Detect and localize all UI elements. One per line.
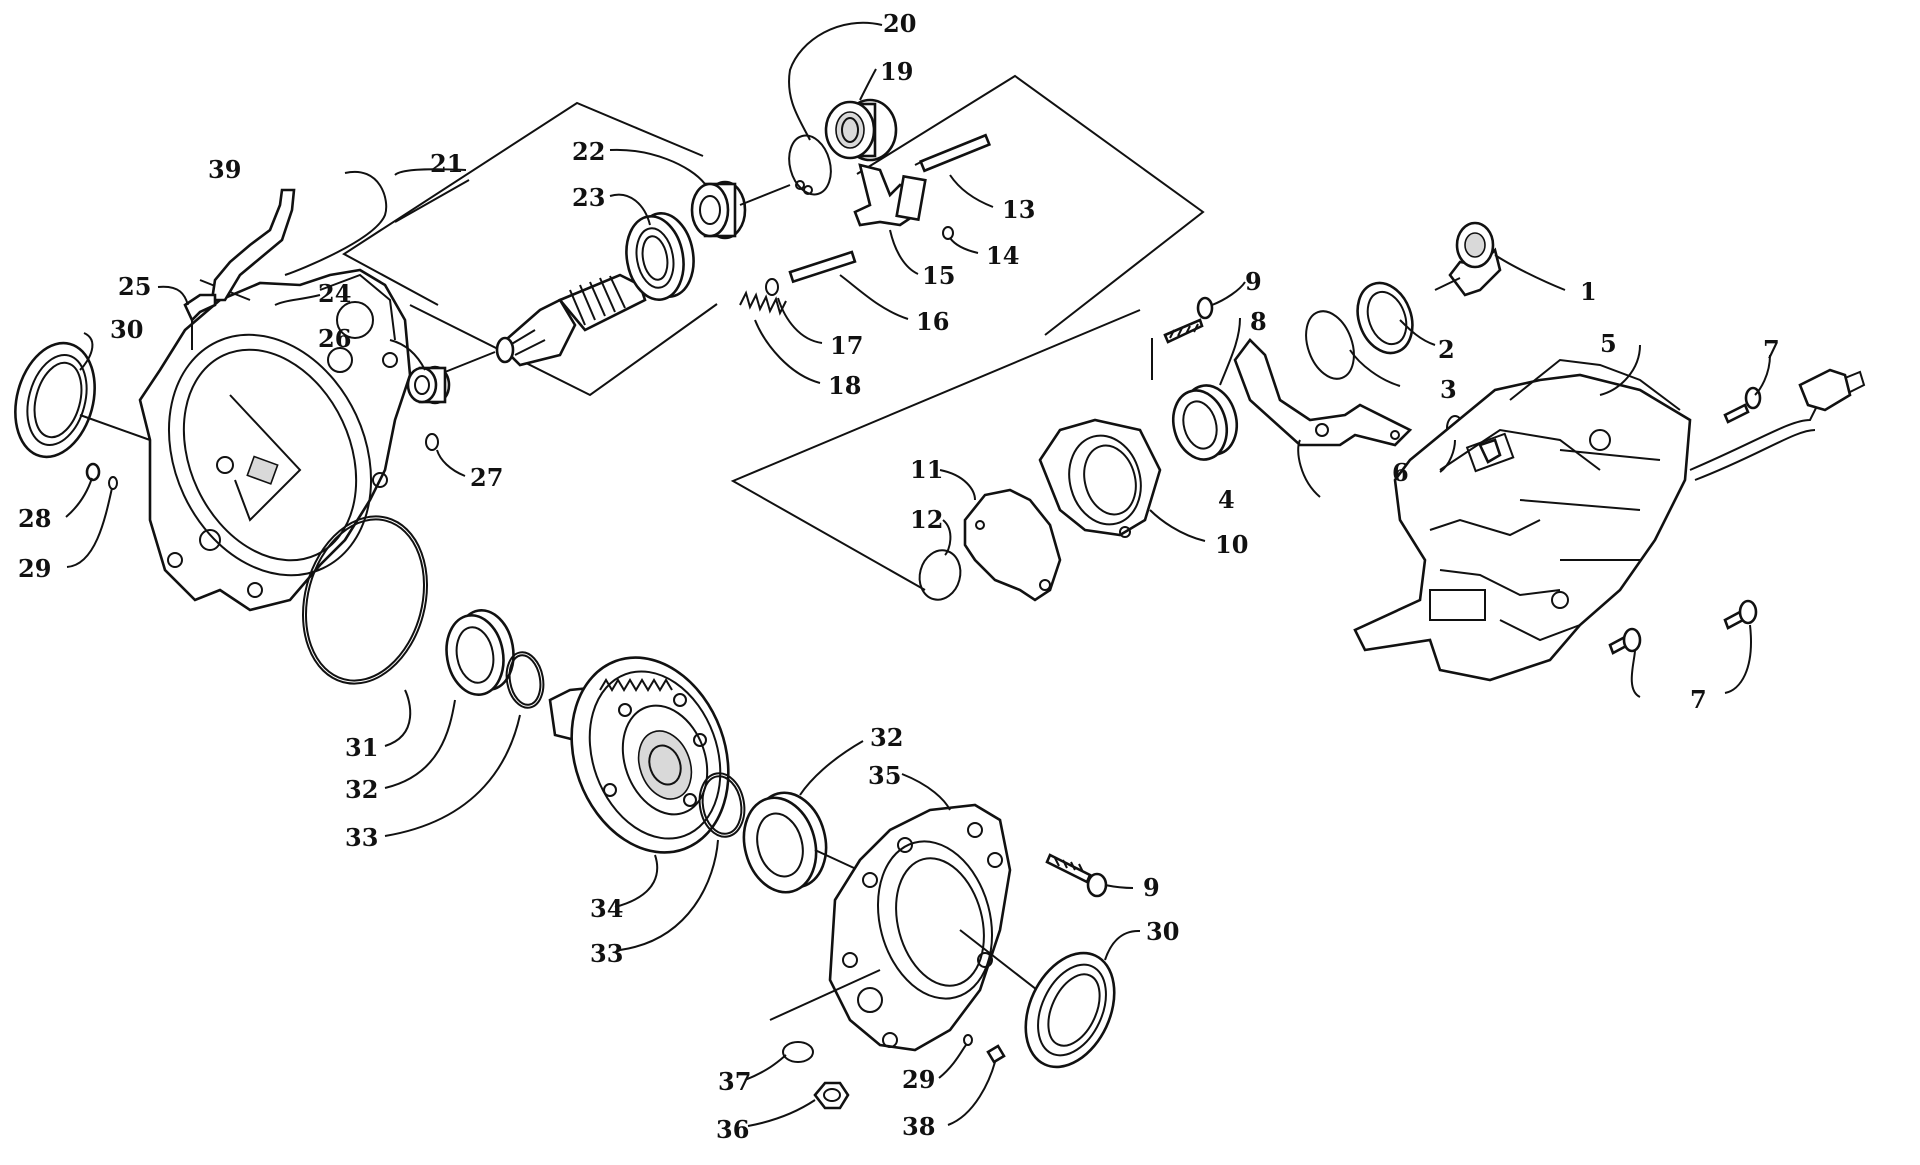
callout-14: 14 — [986, 241, 1019, 270]
screw-38 — [986, 1044, 1006, 1064]
o-ring-33-right — [698, 772, 746, 838]
group-bracket-upper-right — [856, 74, 1205, 336]
callout-33-right: 33 — [590, 939, 623, 968]
callout-36: 36 — [716, 1115, 749, 1144]
bolt-7-mid — [1608, 627, 1642, 655]
cover-35 — [828, 803, 1051, 1052]
actuator-5 — [1353, 358, 1692, 682]
snap-ring-3 — [1305, 310, 1355, 380]
callout-32-left: 32 — [345, 775, 378, 804]
snap-ring-12 — [918, 549, 962, 601]
callout-5: 5 — [1600, 329, 1617, 358]
coupler-19 — [824, 98, 898, 162]
callout-22: 22 — [572, 137, 605, 166]
callout-31: 31 — [345, 733, 378, 762]
drain-plug-36 — [813, 1081, 850, 1110]
o-ring-17 — [765, 278, 779, 296]
main-housing — [138, 268, 412, 612]
group-bracket-21 — [342, 101, 718, 397]
callout-17: 17 — [830, 331, 863, 360]
o-ring-27 — [425, 433, 439, 451]
seal-right — [1024, 951, 1116, 1069]
bracket-4 — [1233, 338, 1413, 447]
callout-11: 11 — [910, 455, 943, 484]
callout-16: 16 — [916, 307, 949, 336]
bearing-26 — [406, 365, 451, 405]
callout-29-left: 29 — [18, 554, 51, 583]
bearing-23 — [625, 212, 695, 301]
o-ring-31 — [302, 515, 428, 685]
seal-2 — [1356, 281, 1414, 355]
shift-fork-15 — [853, 163, 927, 227]
callout-9-lower: 9 — [1143, 873, 1160, 902]
shaft-16 — [788, 250, 857, 284]
ring-gear-34 — [548, 656, 730, 854]
callout-20: 20 — [883, 9, 916, 38]
callout-24: 24 — [318, 279, 351, 308]
callout-34: 34 — [590, 894, 623, 923]
callout-10: 10 — [1215, 530, 1248, 559]
adapter-housing-10 — [1038, 418, 1162, 538]
callout-8: 8 — [1250, 307, 1267, 336]
bolt-7-right — [1723, 599, 1758, 630]
callout-12: 12 — [910, 505, 943, 534]
bolt-7-top — [1723, 386, 1762, 424]
callout-18: 18 — [828, 371, 861, 400]
callout-29-lower: 29 — [902, 1065, 935, 1094]
callout-39: 39 — [208, 155, 241, 184]
callout-7-bottom: 7 — [1690, 685, 1707, 714]
gasket-11 — [963, 488, 1062, 602]
callout-38: 38 — [902, 1112, 935, 1141]
callout-7-top: 7 — [1763, 335, 1780, 364]
pinion-gear — [444, 273, 647, 373]
callout-6: 6 — [1392, 458, 1409, 487]
callout-19: 19 — [880, 57, 913, 86]
wire-harness — [1689, 368, 1866, 481]
output-shaft-1 — [1434, 221, 1502, 297]
callout-2: 2 — [1438, 335, 1455, 364]
callout-3: 3 — [1440, 375, 1457, 404]
washer-29-lower — [963, 1034, 973, 1046]
callout-4: 4 — [1218, 485, 1235, 514]
bearing-32-right — [742, 791, 881, 894]
snap-ring-20 — [788, 134, 832, 196]
callout-27: 27 — [470, 463, 503, 492]
seal-left — [14, 341, 151, 459]
bolt-9-lower — [1045, 853, 1108, 898]
bolt-9-upper — [1163, 296, 1214, 344]
callout-23: 23 — [572, 183, 605, 212]
bearing-8 — [1172, 384, 1238, 461]
callout-30-right: 30 — [1146, 917, 1179, 946]
o-ring-37 — [782, 1041, 814, 1063]
group-bracket-lower-middle — [730, 309, 1153, 591]
callout-35: 35 — [868, 761, 901, 790]
callout-21: 21 — [430, 149, 463, 178]
bearing-32-left — [445, 609, 515, 696]
callout-32-right: 32 — [870, 723, 903, 752]
callout-25: 25 — [118, 272, 151, 301]
spring-18 — [739, 290, 787, 316]
callout-13: 13 — [1002, 195, 1035, 224]
callout-26: 26 — [318, 324, 351, 353]
callout-9-upper: 9 — [1245, 267, 1262, 296]
bearing-22 — [690, 180, 791, 240]
washer-29-left — [108, 476, 118, 490]
callout-1: 1 — [1580, 277, 1597, 306]
breather-hose — [183, 188, 296, 350]
callout-28: 28 — [18, 504, 51, 533]
callout-labels: 1 2 3 4 5 6 7 7 8 9 9 10 11 12 13 14 15 … — [18, 9, 1780, 1144]
callout-15: 15 — [922, 261, 955, 290]
shaft-13 — [914, 133, 992, 173]
pin-14 — [942, 226, 954, 240]
callout-30-left: 30 — [110, 315, 143, 344]
callout-37: 37 — [718, 1067, 751, 1096]
bolt-28 — [85, 462, 101, 482]
callout-33-left: 33 — [345, 823, 378, 852]
leader-lines — [65, 21, 1771, 1127]
o-ring-33-left — [505, 651, 545, 709]
